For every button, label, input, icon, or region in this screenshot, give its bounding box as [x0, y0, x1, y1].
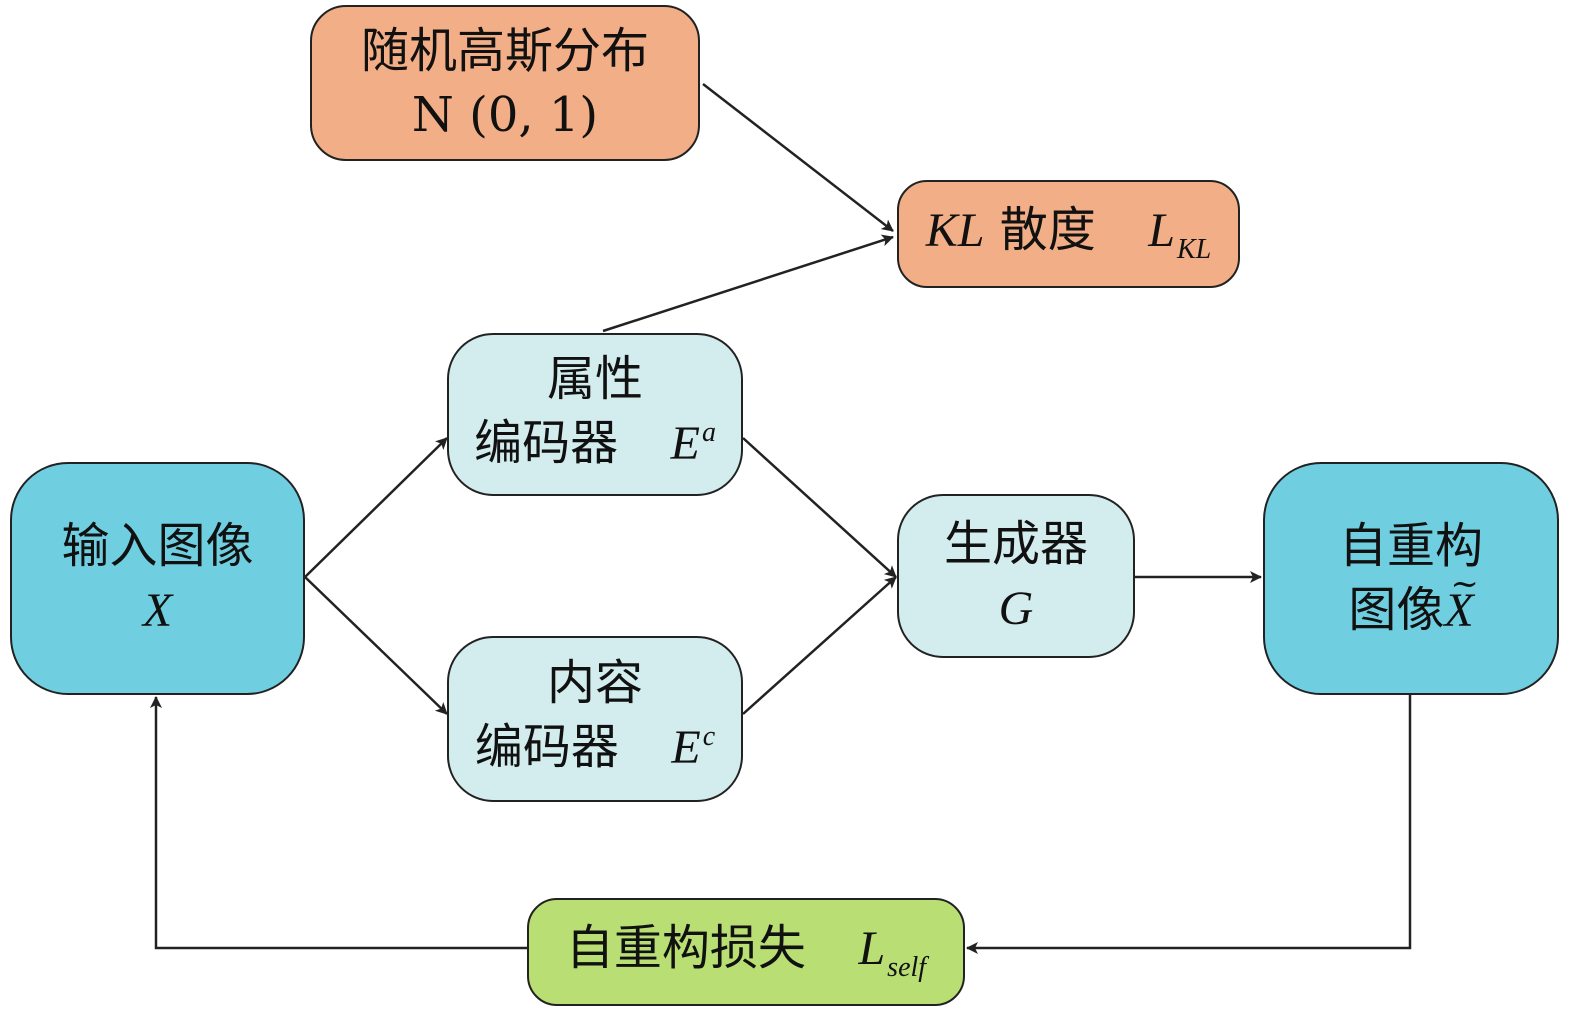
content-encoder-symbol: E: [671, 721, 701, 774]
generator-node: 生成器 G: [897, 494, 1135, 658]
kl-loss-subscript: KL: [1176, 234, 1212, 265]
generator-label: 生成器: [943, 515, 1088, 572]
kl-label: 散度: [999, 202, 1096, 258]
attribute-encoder-label: 编码器: [474, 414, 619, 471]
content-label: 内容: [546, 655, 643, 711]
arrow-gauss-to-kl: [702, 83, 894, 232]
kl-symbol: KL: [925, 204, 985, 257]
reconstructed-image-node: 自重构 图像~X: [1263, 462, 1559, 695]
arrow-input-to-content: [304, 576, 448, 715]
loss-subscript: self: [887, 952, 927, 983]
generator-symbol: G: [998, 581, 1034, 635]
content-encoder-node: 内容 编码器 Ec: [447, 636, 743, 802]
input-image-symbol: X: [142, 584, 173, 637]
reconstructed-image-label: 图像: [1348, 582, 1445, 638]
arrow-recon-to-loss: [966, 695, 1412, 954]
arrow-loss-to-input: [150, 696, 527, 950]
attribute-encoder-superscript: a: [701, 416, 716, 448]
loss-label: 自重构损失: [565, 920, 806, 976]
input-image-label: 输入图像: [61, 518, 254, 574]
kl-loss-symbol: L: [1148, 204, 1175, 257]
reconstructed-image-symbol: X: [1444, 584, 1474, 637]
attribute-label: 属性: [546, 350, 643, 407]
kl-divergence-node: KL 散度 LKL: [897, 180, 1240, 288]
gaussian-formula: N (0, 1): [411, 87, 599, 143]
content-encoder-superscript: c: [702, 721, 716, 752]
attribute-encoder-symbol: E: [670, 416, 700, 470]
input-image-node: 输入图像 X: [10, 462, 305, 695]
arrow-input-to-attr: [304, 437, 448, 578]
self-reconstruction-loss-node: 自重构损失 Lself: [527, 898, 965, 1006]
gaussian-distribution-node: 随机高斯分布 N (0, 1): [310, 5, 700, 161]
loss-symbol: L: [858, 922, 886, 975]
arrow-content-to-generator: [742, 576, 897, 715]
arrow-attr-to-kl: [602, 234, 894, 333]
tilde-accent: ~: [1450, 564, 1479, 604]
arrow-attr-to-generator: [742, 437, 897, 578]
content-encoder-label: 编码器: [474, 719, 619, 775]
attribute-encoder-node: 属性 编码器 Ea: [447, 333, 743, 496]
reconstructed-label: 自重构: [1338, 518, 1483, 574]
gaussian-label: 随机高斯分布: [360, 23, 649, 79]
